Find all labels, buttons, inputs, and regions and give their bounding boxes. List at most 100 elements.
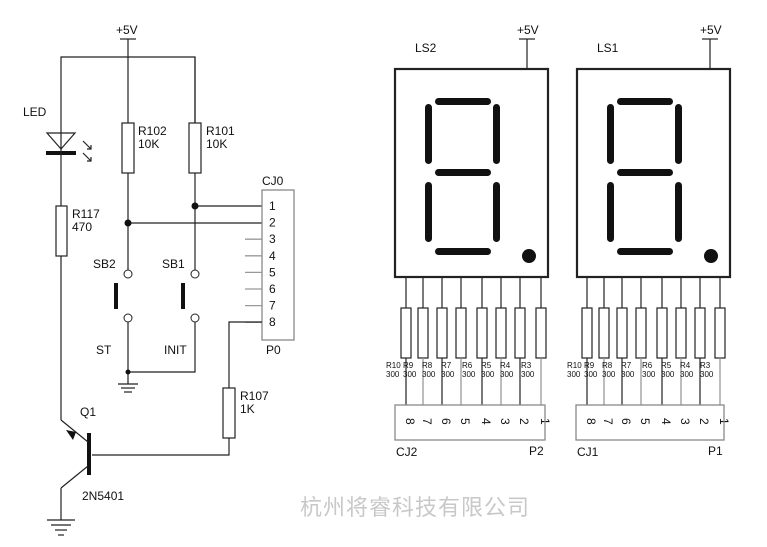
resistor-value: 300 — [500, 370, 514, 379]
connector-cj2 — [394, 404, 546, 441]
resistor-value: 300 — [642, 370, 656, 379]
resistor-r8 — [436, 307, 448, 359]
p0-label: P0 — [266, 343, 281, 357]
ground-icon — [118, 369, 138, 393]
resistor-name: R10 — [386, 361, 401, 370]
display-ls1: +5VLS1R103008R93007R83006R73005R63004R53… — [567, 23, 732, 459]
watermark: 杭州将睿科技有限公司 — [300, 496, 530, 521]
resistor-value: 300 — [481, 370, 495, 379]
segment — [435, 169, 491, 176]
connector-pin-number: 4 — [479, 418, 493, 425]
vcc-label: +5V — [116, 23, 138, 37]
ground-icon — [47, 519, 75, 536]
connector-pin-number: 6 — [619, 418, 633, 425]
resistor-r7 — [635, 307, 647, 359]
segment — [425, 182, 432, 242]
cj0-label: CJ0 — [262, 174, 284, 188]
resistor-r7 — [455, 307, 467, 359]
decimal-point — [704, 249, 718, 263]
resistor-name: R9 — [403, 361, 414, 370]
resistor-name: R9 — [584, 361, 595, 370]
resistor-r8 — [616, 307, 628, 359]
r101-name: R101 — [206, 124, 235, 138]
resistor-name: R3 — [521, 361, 532, 370]
resistor-value: 300 — [386, 370, 400, 379]
resistor-name: R4 — [680, 361, 691, 370]
r101-value: 10K — [206, 137, 227, 151]
segment — [617, 248, 673, 255]
vcc-label: +5V — [700, 23, 722, 37]
resistor-value: 300 — [584, 370, 598, 379]
display-ls2: +5VLS2R103008R93007R83006R73005R63004R53… — [386, 23, 552, 459]
r117-value: 470 — [72, 220, 92, 234]
cj0-pin-number: 6 — [269, 282, 276, 296]
resistor-value: 300 — [680, 370, 694, 379]
resistor-value: 300 — [422, 370, 436, 379]
connector-pin-number: 4 — [659, 418, 673, 425]
r107-name: R107 — [240, 389, 269, 403]
r117-name: R117 — [72, 207, 100, 221]
resistor-name: R5 — [661, 361, 672, 370]
r107-value: 1K — [240, 402, 255, 416]
resistor-r3 — [714, 307, 726, 359]
resistor-r9 — [598, 307, 610, 359]
segment — [493, 182, 500, 242]
resistor-r5 — [675, 307, 687, 359]
sb1-label: SB1 — [162, 257, 185, 271]
resistor-r4 — [694, 307, 706, 359]
resistor-r5 — [495, 307, 507, 359]
connector-pin-number: 2 — [697, 418, 711, 425]
resistor-r4 — [514, 307, 526, 359]
segment — [617, 98, 673, 105]
display-name: LS2 — [415, 41, 437, 55]
cj0-pin-number: 7 — [269, 299, 276, 313]
transistor-q1: Q1 2N5401 — [60, 405, 124, 520]
resistor-name: R8 — [422, 361, 433, 370]
q1-label: Q1 — [80, 405, 96, 419]
cj0-pin-number: 3 — [269, 232, 276, 246]
cj0-pin-number: 5 — [269, 265, 276, 279]
connector-pin-number: 6 — [439, 418, 453, 425]
resistor-name: R6 — [462, 361, 473, 370]
resistor-name: R5 — [481, 361, 492, 370]
resistor-value: 300 — [441, 370, 455, 379]
connector-name: CJ2 — [396, 445, 418, 459]
connector-cj1 — [575, 404, 725, 441]
resistor-value: 300 — [621, 370, 635, 379]
led-label: LED — [23, 105, 47, 119]
led: LED — [23, 105, 92, 206]
r102-value: 10K — [138, 137, 159, 151]
resistor-value: 300 — [661, 370, 675, 379]
segment — [493, 104, 500, 164]
r102-name: R102 — [138, 124, 167, 138]
segment — [435, 248, 491, 255]
resistor-r6 — [476, 307, 488, 359]
resistor-r3 — [535, 307, 547, 359]
connector-pin-number: 8 — [584, 418, 598, 425]
resistor-name: R7 — [441, 361, 452, 370]
port-name: P2 — [529, 444, 544, 458]
segment — [675, 182, 682, 242]
resistor-name: R8 — [602, 361, 613, 370]
resistor-r107: R107 1K — [92, 321, 269, 456]
st-label: ST — [96, 343, 112, 357]
resistor-r117: R117 470 — [55, 205, 100, 420]
junctions — [124, 202, 262, 227]
segment — [607, 182, 614, 242]
cj0-pin-number: 8 — [269, 315, 276, 329]
vcc-label: +5V — [517, 23, 539, 37]
port-name: P1 — [708, 444, 723, 458]
resistor-name: R10 — [567, 361, 582, 370]
connector-pin-number: 5 — [458, 418, 472, 425]
cj0-pin-number: 1 — [269, 199, 276, 213]
connector-pin-number: 7 — [601, 418, 615, 425]
connector-pin-number: 7 — [420, 418, 434, 425]
resistor-value: 300 — [462, 370, 476, 379]
connector-pin-number: 2 — [517, 418, 531, 425]
decimal-point — [522, 249, 536, 263]
connector-name: CJ1 — [577, 445, 599, 459]
cj0-pin-number: 4 — [269, 249, 276, 263]
resistor-r102: R102 10K — [121, 57, 167, 270]
